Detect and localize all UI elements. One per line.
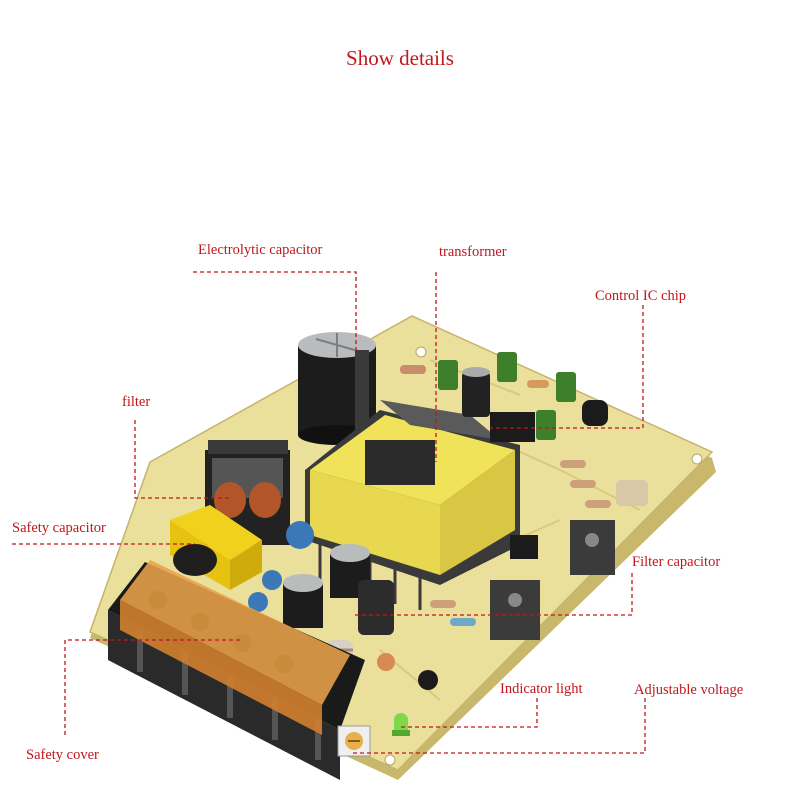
label-control-ic-chip: Control IC chip <box>595 288 687 304</box>
label-indicator-light: Indicator light <box>500 681 583 697</box>
safety-capacitor <box>170 505 262 590</box>
leader-filter <box>134 420 232 499</box>
leader-indicator-light <box>398 698 538 728</box>
indicator-led <box>392 713 410 736</box>
voltage-potentiometer <box>337 725 371 757</box>
control-ic-area <box>400 352 608 442</box>
label-safety-capacitor: Safety capacitor <box>12 520 106 536</box>
label-filter-capacitor: Filter capacitor <box>632 554 721 570</box>
filter-capacitors <box>283 544 394 635</box>
power-transistors <box>490 520 615 640</box>
label-electrolytic-capacitor: Electrolytic capacitor <box>198 242 323 258</box>
label-filter: filter <box>122 394 151 410</box>
label-safety-cover: Safety cover <box>26 747 99 763</box>
resistor-array <box>430 460 648 626</box>
disc-capacitors <box>248 521 395 671</box>
leader-safety-cover <box>64 639 242 735</box>
label-transformer: transformer <box>439 244 507 260</box>
leader-electrolytic-capacitor <box>193 271 357 355</box>
label-adjustable-voltage: Adjustable voltage <box>634 682 744 698</box>
page-title: Show details <box>346 46 454 70</box>
leader-filter-capacitor <box>355 573 633 616</box>
callout-leaders <box>12 271 646 754</box>
leader-control-ic-chip <box>490 305 644 429</box>
terminal-block <box>108 560 365 780</box>
